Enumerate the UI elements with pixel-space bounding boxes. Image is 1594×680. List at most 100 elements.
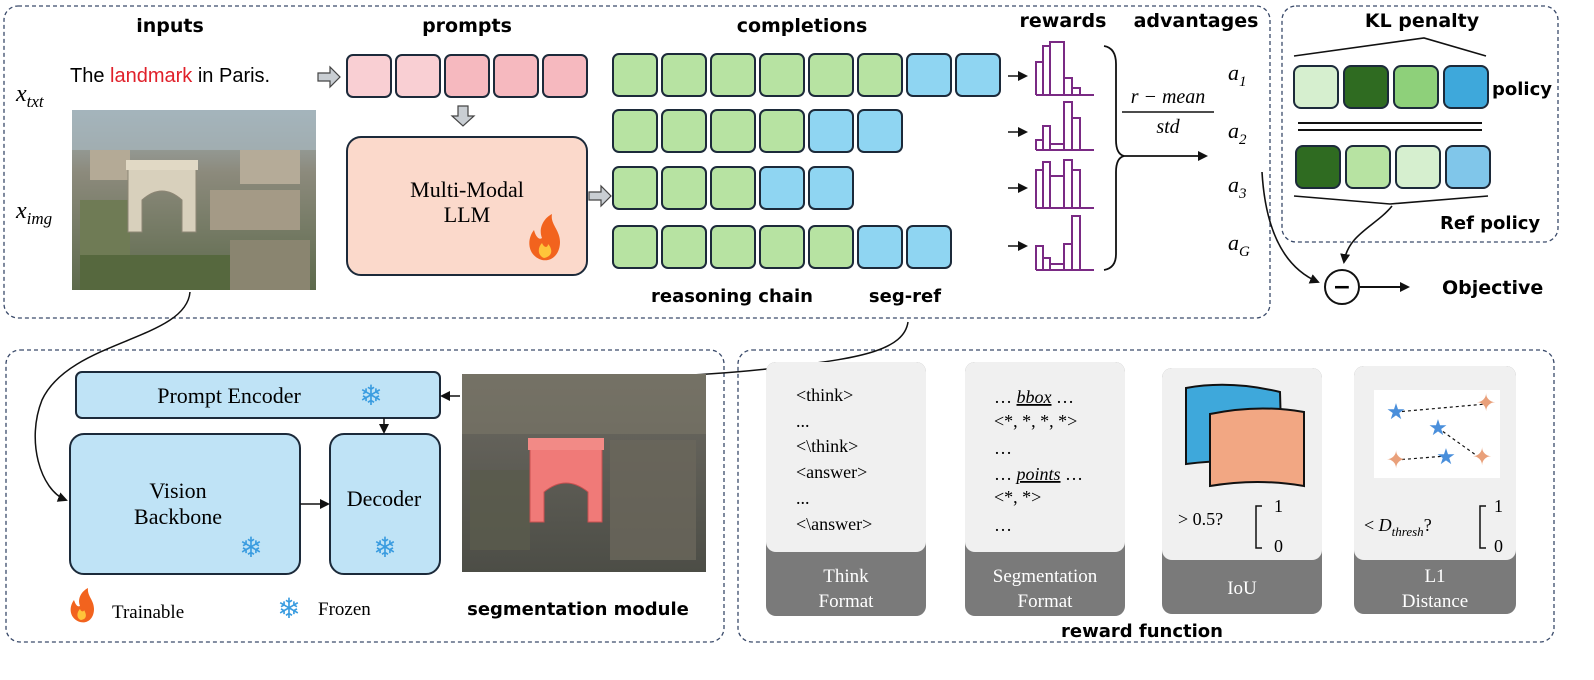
header-prompts: prompts [422, 15, 512, 37]
advantage-aG: aG [1228, 230, 1250, 260]
svg-text:0: 0 [1274, 536, 1283, 556]
svg-text:1: 1 [1494, 496, 1503, 516]
label-seg-ref: seg-ref [869, 286, 941, 307]
input-image-paris [72, 110, 316, 290]
prompt-encoder-label: Prompt Encoder [157, 383, 301, 408]
svg-text:<\answer>: <\answer> [796, 514, 872, 534]
reward-card-think-format: <think> ... <\think> <answer> ... <\answ… [766, 362, 926, 616]
reward-card-iou: > 0.5? 1 0 IoU [1162, 368, 1322, 614]
svg-text:<*, *>: <*, *> [994, 487, 1041, 507]
completion-row-4 [612, 225, 952, 269]
vision-backbone-line1: Vision [149, 478, 206, 503]
completion-row-1 [612, 53, 1001, 97]
prompt-tokens [346, 54, 588, 98]
minus-operator [1324, 269, 1360, 305]
label-segmentation-module: segmentation module [467, 599, 689, 620]
input-text: The landmark in Paris. [70, 65, 270, 87]
svg-text:...: ... [796, 411, 810, 431]
sparkle-icon: ✦ [1476, 389, 1496, 417]
decoder-label: Decoder [347, 486, 422, 511]
header-advantages: advantages [1134, 10, 1259, 32]
header-completions: completions [737, 15, 868, 37]
advantage-a1: a1 [1228, 60, 1247, 90]
advantage-a3: a3 [1228, 172, 1247, 202]
curve-kl-to-objective [1340, 205, 1393, 264]
snowflake-icon: ❄ [277, 592, 300, 625]
svg-text:<\think>: <\think> [796, 436, 858, 456]
x-img-label: ximg [15, 198, 52, 228]
sparkle-icon: ✦ [1386, 446, 1406, 474]
svg-text:…: … [994, 438, 1012, 458]
label-reward-function: reward function [1061, 621, 1223, 642]
llm-label-line1: Multi-Modal [410, 177, 524, 202]
reward-arrows [1008, 71, 1028, 251]
arrow-to-completions [588, 184, 612, 208]
kl-bottom-bracket [1293, 195, 1489, 205]
svg-text:<think>: <think> [796, 385, 853, 405]
svg-text:Segmentation: Segmentation [993, 566, 1098, 587]
reward-card-l1-distance: ★ ★ ★ ✦ ✦ ✦ < Dthresh? 1 0 L1 Distance [1354, 366, 1516, 614]
kl-panel [1281, 5, 1559, 243]
group-brace [1103, 45, 1125, 271]
arrow-to-llm [450, 105, 476, 127]
legend-trainable: Trainable [112, 602, 184, 623]
svg-text:<answer>: <answer> [796, 462, 867, 482]
label-policy: policy [1492, 79, 1552, 100]
svg-text:1: 1 [1274, 496, 1283, 516]
x-txt-label: xtxt [15, 81, 45, 111]
ref-policy-tokens [1295, 145, 1491, 189]
formula-numerator: r − mean [1131, 86, 1206, 108]
label-reasoning-chain: reasoning chain [651, 286, 813, 307]
label-ref-policy: Ref policy [1440, 213, 1540, 234]
decoder-box [329, 433, 441, 575]
fire-icon [70, 588, 94, 623]
top-panel [3, 5, 1271, 319]
svg-text:… bbox …: … bbox … [994, 387, 1074, 407]
legend-frozen: Frozen [318, 599, 371, 620]
sparkle-icon: ✦ [1472, 443, 1492, 471]
reward-panel [737, 349, 1555, 643]
svg-text:< Dthresh?: < Dthresh? [1364, 515, 1432, 539]
snowflake-icon: ❄ [373, 531, 396, 564]
snowflake-icon: ❄ [359, 379, 382, 412]
svg-text:> 0.5?: > 0.5? [1178, 509, 1223, 529]
formula-denominator: std [1156, 116, 1180, 138]
policy-tokens [1293, 65, 1489, 109]
snowflake-icon: ❄ [239, 531, 262, 564]
multimodal-llm-box [346, 136, 588, 276]
svg-text:Distance: Distance [1402, 591, 1468, 612]
minus-sign: − [1333, 275, 1351, 300]
header-inputs: inputs [136, 15, 204, 37]
curve-image-to-vision [34, 291, 191, 502]
curve-advantage-to-objective [1261, 171, 1320, 284]
svg-text:…: … [994, 515, 1012, 535]
vision-backbone-line2: Backbone [134, 504, 222, 529]
segmentation-panel [5, 349, 725, 643]
svg-text:… points …: … points … [994, 464, 1083, 484]
segmentation-output-image [462, 374, 706, 572]
completion-row-3 [612, 166, 854, 210]
svg-text:L1: L1 [1424, 566, 1445, 587]
svg-text:0: 0 [1494, 536, 1503, 556]
star-icon: ★ [1436, 445, 1456, 470]
header-kl-penalty: KL penalty [1365, 10, 1480, 32]
advantage-a2: a2 [1228, 118, 1247, 148]
svg-text:Format: Format [1018, 591, 1074, 612]
star-icon: ★ [1428, 416, 1448, 441]
svg-text:<*, *, *, *>: <*, *, *, *> [994, 411, 1077, 431]
svg-text:IoU: IoU [1227, 578, 1257, 599]
star-icon: ★ [1386, 400, 1406, 425]
svg-text:Think: Think [823, 566, 869, 587]
arrow-to-prompts [317, 65, 341, 89]
completion-row-2 [612, 109, 903, 153]
kl-top-bracket [1293, 37, 1487, 57]
reward-histograms [1035, 41, 1094, 271]
fire-icon [529, 214, 560, 261]
svg-text:Format: Format [819, 591, 875, 612]
label-objective: Objective [1442, 277, 1543, 299]
llm-label-line2: LLM [444, 202, 490, 227]
reward-card-segmentation-format: … bbox … <*, *, *, *> … … points … <*, *… [965, 362, 1125, 616]
header-rewards: rewards [1020, 10, 1107, 32]
